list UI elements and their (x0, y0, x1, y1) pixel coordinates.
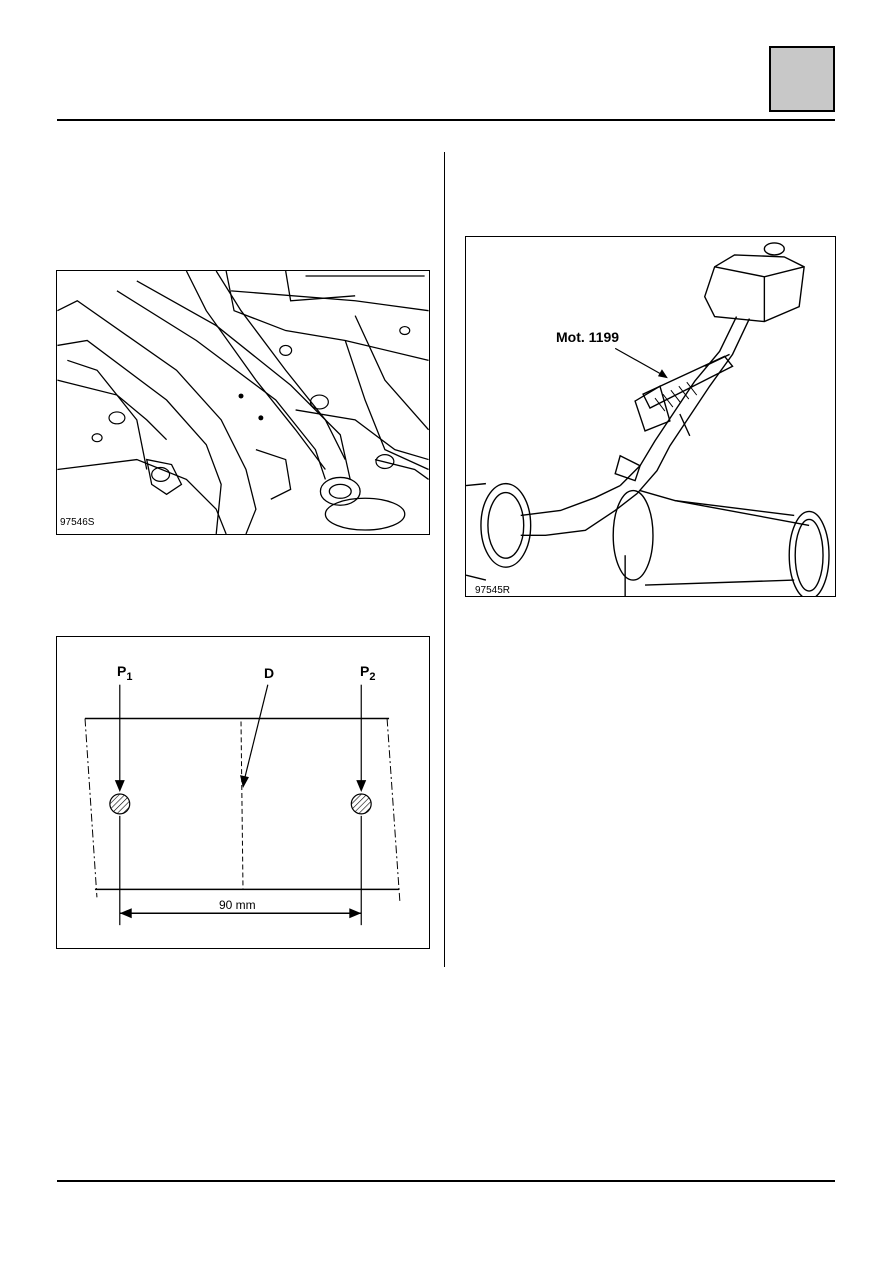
d-label: D (264, 665, 275, 681)
p2-label-sub: 2 (369, 670, 376, 683)
p1-label-sub: 1 (126, 670, 133, 683)
section-tab-box (769, 46, 835, 112)
exhaust-figure-ref: 97545R (475, 585, 511, 596)
measurement-diagram-graphic (84, 684, 401, 926)
measurement-diagram: P1 D P2 90 mm (56, 636, 430, 949)
exhaust-illustration (466, 242, 830, 596)
underbody-illustration (57, 271, 429, 534)
p2-label: P2 (360, 663, 375, 683)
exhaust-figure: Mot. 1199 97545R (465, 236, 836, 597)
dimension-label: 90 mm (217, 898, 258, 912)
p1-label-main: P (117, 663, 127, 679)
p2-label-main: P (360, 663, 370, 679)
header-rule (57, 119, 835, 121)
tool-label: Mot. 1199 (556, 329, 620, 345)
footer-rule (57, 1180, 835, 1182)
underbody-figure: 97546S (56, 270, 430, 535)
column-divider (444, 152, 445, 967)
p1-label: P1 (117, 663, 132, 683)
underbody-figure-ref: 97546S (60, 517, 95, 528)
